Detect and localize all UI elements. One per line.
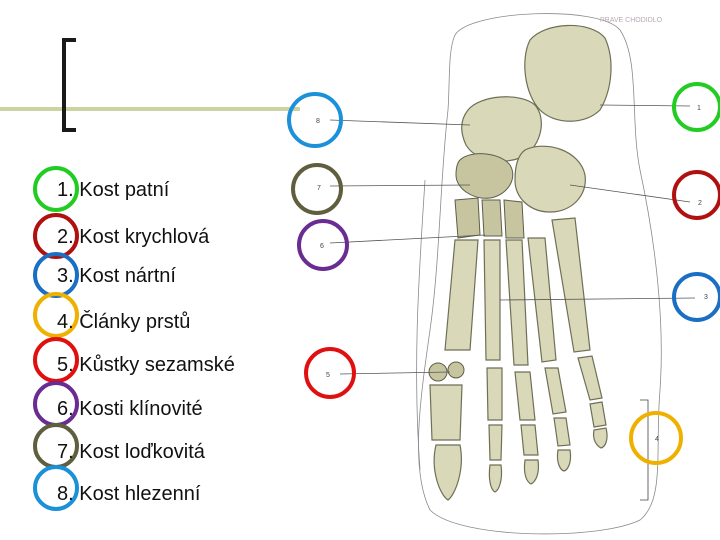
legend-text-1: 1. Kost patní bbox=[57, 179, 170, 201]
legend-item-2: 2. Kost krychlová bbox=[33, 213, 210, 259]
diagram-label-2: 2 bbox=[672, 170, 720, 220]
phalanx-4-middle bbox=[553, 417, 571, 447]
metatarsal-4 bbox=[527, 237, 557, 363]
diagram-num-8: 8 bbox=[316, 118, 320, 125]
cuboid-bone bbox=[514, 145, 586, 213]
diagram-circle-5 bbox=[304, 347, 356, 399]
legend-text-3: 3. Kost nártní bbox=[57, 265, 176, 287]
diagram-num-7: 7 bbox=[317, 185, 321, 192]
phalanx-4-proximal bbox=[544, 367, 567, 415]
legend-item-8: 8. Kost hlezenní bbox=[33, 465, 201, 511]
diagram-label-5: 5 bbox=[304, 347, 356, 399]
legend-text-5: 5. Kůstky sezamské bbox=[57, 354, 235, 376]
phalanx-5-distal bbox=[592, 427, 608, 449]
cuneiform-lateral bbox=[503, 199, 525, 239]
diagram-num-4: 4 bbox=[655, 436, 659, 443]
legend-item-4: 4. Články prstů bbox=[33, 292, 190, 338]
diagram-num-1: 1 bbox=[697, 105, 701, 112]
phalanx-3-distal bbox=[523, 459, 540, 485]
foot-illustration: PRAVE CHODIDLO bbox=[416, 13, 663, 535]
diagram-label-8: 8 bbox=[287, 92, 343, 148]
side-outline bbox=[416, 179, 426, 471]
legend-text-7: 7. Kost loďkovitá bbox=[57, 441, 206, 463]
diagram-circle-4 bbox=[629, 411, 683, 465]
diagram-num-6: 6 bbox=[320, 243, 324, 250]
diagram-num-3: 3 bbox=[704, 294, 708, 301]
phalanx-1-proximal bbox=[429, 384, 463, 441]
legend-circle-4 bbox=[33, 292, 79, 338]
legend-item-1: 1. Kost patní bbox=[33, 166, 170, 212]
legend-circle-8 bbox=[33, 465, 79, 511]
leader-3 bbox=[499, 297, 696, 301]
legend-circle-1 bbox=[33, 166, 79, 212]
diagram-circle-1 bbox=[672, 82, 720, 132]
legend-text-4: 4. Články prstů bbox=[57, 310, 190, 333]
diagram-circle-8 bbox=[287, 92, 343, 148]
legend-text-2: 2. Kost krychlová bbox=[57, 226, 210, 248]
diagram-circle-7 bbox=[291, 163, 343, 215]
sesamoid-2 bbox=[447, 361, 465, 379]
leader-5 bbox=[339, 371, 451, 375]
leader-6 bbox=[329, 234, 486, 244]
cuneiform-intermediate bbox=[481, 199, 503, 237]
diagram-label-1: 1 bbox=[672, 82, 720, 132]
navicular-bone bbox=[455, 153, 514, 199]
diagram-circle-2 bbox=[672, 170, 720, 220]
metatarsal-2 bbox=[483, 239, 501, 361]
legend-circle-2 bbox=[33, 213, 79, 259]
handnote: PRAVE CHODIDLO bbox=[600, 17, 663, 24]
legend: 1. Kost patní 2. Kost krychlová 3. Kost … bbox=[33, 166, 235, 511]
phalanx-1-distal bbox=[433, 444, 462, 501]
phalanx-5-middle bbox=[589, 401, 607, 428]
bracket bbox=[62, 38, 76, 132]
legend-item-3: 3. Kost nártní bbox=[33, 252, 176, 298]
leader-lines bbox=[329, 104, 696, 375]
diagram-label-6: 6 bbox=[297, 219, 349, 271]
accent-rule bbox=[0, 107, 300, 111]
diagram-label-3: 3 bbox=[672, 272, 720, 322]
phalanges-bracket bbox=[640, 399, 649, 501]
metatarsal-1 bbox=[444, 239, 479, 351]
legend-text-6: 6. Kosti klínovité bbox=[57, 398, 203, 420]
metatarsal-5 bbox=[551, 217, 591, 353]
phalanx-3-middle bbox=[520, 424, 539, 456]
phalanx-2-proximal bbox=[486, 367, 503, 421]
diagram-labels: 8 7 6 5 1 2 3 4 bbox=[287, 82, 720, 465]
leader-8 bbox=[329, 119, 471, 126]
legend-item-6: 6. Kosti klínovité bbox=[33, 381, 203, 427]
diagram-circle-3 bbox=[672, 272, 720, 322]
phalanx-3-proximal bbox=[514, 371, 536, 421]
phalanx-2-distal bbox=[488, 464, 503, 493]
cuneiform-medial bbox=[454, 197, 481, 239]
legend-text-8: 8. Kost hlezenní bbox=[57, 483, 201, 505]
leader-1 bbox=[599, 104, 691, 107]
leader-2 bbox=[569, 184, 691, 203]
diagram-num-5: 5 bbox=[326, 372, 330, 379]
leader-7 bbox=[329, 184, 471, 187]
phalanx-5-proximal bbox=[577, 355, 603, 401]
calcaneus-bone bbox=[524, 24, 612, 122]
title-decoration bbox=[0, 38, 300, 132]
phalanx-2-middle bbox=[488, 424, 503, 461]
phalanx-4-distal bbox=[556, 449, 572, 472]
diagram-label-4: 4 bbox=[629, 411, 683, 465]
legend-item-5: 5. Kůstky sezamské bbox=[33, 337, 235, 383]
diagram-label-7: 7 bbox=[291, 163, 343, 215]
diagram-num-2: 2 bbox=[698, 200, 702, 207]
legend-item-7: 7. Kost loďkovitá bbox=[33, 423, 206, 469]
diagram-circle-6 bbox=[297, 219, 349, 271]
metatarsal-3 bbox=[505, 239, 529, 366]
